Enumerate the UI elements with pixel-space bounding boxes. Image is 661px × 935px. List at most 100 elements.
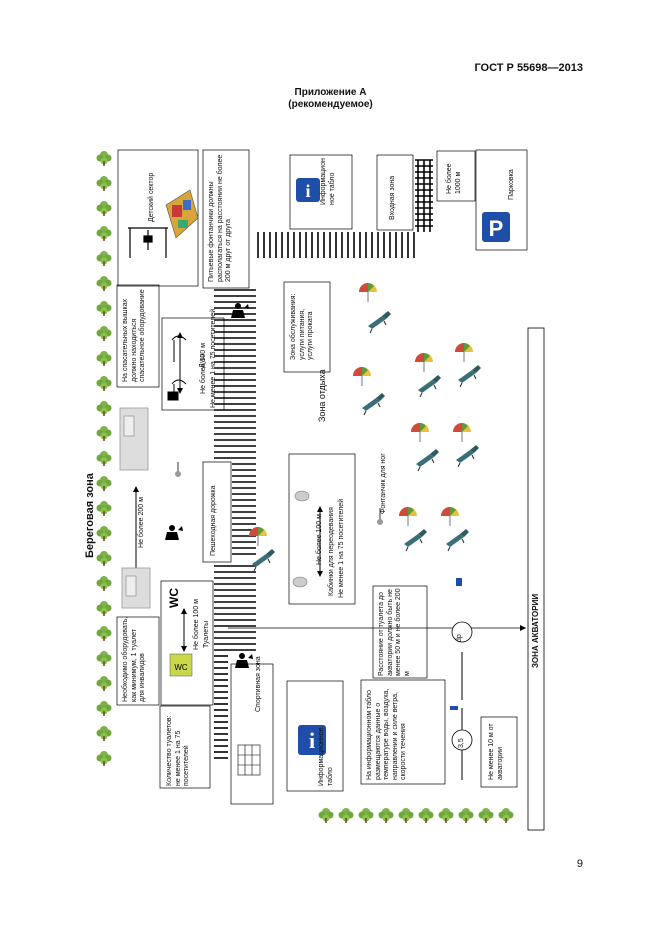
playground-icon bbox=[165, 189, 199, 239]
umbrella-icon bbox=[454, 342, 474, 363]
lounger-icon bbox=[361, 392, 386, 416]
svg-text:WC: WC bbox=[174, 663, 188, 672]
changing-distance-label: Не более 100 м bbox=[316, 514, 323, 565]
shower-icon bbox=[167, 335, 187, 401]
pedestrian-path bbox=[214, 289, 256, 759]
toilet-water-label: Расстояние от туалета до акватории должн… bbox=[378, 588, 411, 676]
tree-icon bbox=[418, 808, 434, 823]
tree-icon bbox=[96, 151, 112, 166]
tree-icon bbox=[96, 401, 112, 416]
svg-text:WC: WC bbox=[167, 588, 181, 608]
tree-icon bbox=[96, 651, 112, 666]
swing-icon bbox=[128, 227, 168, 258]
foot-fountain-label: Фонтанчик для ног bbox=[380, 453, 387, 514]
lifeguard-icon bbox=[165, 525, 183, 540]
drinking-fountains-box bbox=[202, 149, 250, 289]
tree-icon bbox=[96, 176, 112, 191]
tree-icon bbox=[378, 808, 394, 823]
shower-label: Душ bbox=[199, 353, 206, 368]
tree-icon bbox=[478, 808, 494, 823]
tree-icon bbox=[96, 451, 112, 466]
lifeguard-icon bbox=[235, 653, 253, 668]
shower-box bbox=[161, 317, 225, 411]
water-zone-box bbox=[527, 327, 545, 831]
drinking-fountains-label: Питьевые фонтанчики должны располагаться… bbox=[208, 154, 232, 282]
tree-row-left bbox=[96, 151, 112, 766]
lounger-icon bbox=[251, 548, 276, 572]
tree-icon bbox=[96, 576, 112, 591]
shower-min-label: Не менее 1 на 75 посетителей bbox=[210, 308, 217, 408]
tree-icon bbox=[498, 808, 514, 823]
changing-label: Кабинки для переодевания bbox=[328, 507, 335, 596]
lifeguard-icon bbox=[231, 303, 249, 318]
toilets-box bbox=[160, 580, 214, 706]
dp-marker bbox=[451, 621, 473, 643]
tree-icon bbox=[96, 476, 112, 491]
tree-icon bbox=[96, 501, 112, 516]
lounger-icon bbox=[417, 374, 442, 398]
sport-zone-label: Спортивная зона bbox=[255, 656, 262, 712]
umbrella-icon bbox=[358, 282, 378, 303]
toilet-water-box bbox=[372, 585, 428, 679]
parking-box bbox=[475, 149, 528, 251]
lounger-icon bbox=[445, 528, 470, 552]
lounger-icon bbox=[455, 444, 480, 468]
parking-label: Парковка bbox=[508, 169, 515, 200]
tree-icon bbox=[96, 376, 112, 391]
tree-icon bbox=[96, 426, 112, 441]
info-board-label-2: Информационное табло bbox=[318, 727, 334, 786]
tree-icon bbox=[96, 326, 112, 341]
changing-min-label: Не менее 1 на 75 посетителей bbox=[338, 498, 345, 598]
tree-icon bbox=[338, 808, 354, 823]
entry-zone-box bbox=[376, 154, 414, 231]
tree-icon bbox=[96, 301, 112, 316]
info-board-label-1: Информацион ное табло bbox=[320, 158, 336, 205]
standard-header: ГОСТ Р 55698—2013 bbox=[474, 62, 583, 74]
svg-text:P: P bbox=[489, 216, 504, 241]
umbrella-icon bbox=[410, 422, 430, 443]
tree-icon bbox=[398, 808, 414, 823]
lounger-icon bbox=[403, 528, 428, 552]
toilet-count-label: Количество туалетов: не менее 1 на 75 по… bbox=[166, 715, 190, 786]
tower-icon bbox=[119, 407, 151, 609]
disabled-box bbox=[116, 616, 160, 706]
tree-icon bbox=[96, 551, 112, 566]
page-number: 9 bbox=[576, 858, 583, 870]
tree-icon bbox=[458, 808, 474, 823]
children-sector-label: Детский сектор bbox=[148, 172, 155, 222]
tree-icon bbox=[96, 701, 112, 716]
pedestrian-box bbox=[202, 461, 232, 563]
tree-icon bbox=[96, 251, 112, 266]
coastal-zone-label: Береговая зона bbox=[84, 473, 96, 558]
rest-zone-label: Зона отдыха bbox=[317, 369, 327, 422]
tree-icon bbox=[96, 526, 112, 541]
tree-icon bbox=[96, 726, 112, 741]
disabled-toilet-label: Необходимо оборудовать, как минимум, 1 т… bbox=[122, 616, 146, 702]
service-zone-label: Зона обслуживания: услуги питания, услуг… bbox=[290, 293, 314, 360]
umbrella-icon bbox=[398, 506, 418, 527]
entry-zone-label: Входная зона bbox=[389, 175, 396, 220]
changing-box bbox=[288, 453, 356, 605]
info-board-box-2 bbox=[286, 680, 344, 792]
tree-row-bottom bbox=[318, 808, 514, 823]
tree-icon bbox=[96, 226, 112, 241]
flag-icon bbox=[450, 578, 462, 710]
pedestrian-label: Пешеходная дорожка bbox=[210, 485, 217, 557]
arrow-head bbox=[520, 625, 526, 631]
marker-3-5 bbox=[451, 729, 473, 751]
svg-text:i: i bbox=[305, 181, 310, 201]
info-icon: i bbox=[296, 178, 320, 202]
info-board-box-1 bbox=[289, 154, 353, 230]
appendix-title: Приложение А bbox=[294, 87, 367, 98]
entry-path bbox=[257, 159, 433, 258]
umbrella-icon bbox=[452, 422, 472, 443]
far-1000-box bbox=[436, 150, 476, 202]
tree-icon bbox=[96, 201, 112, 216]
tree-icon bbox=[358, 808, 374, 823]
umbrella-icon bbox=[440, 506, 460, 527]
far-1000-label: Не более 1000 м bbox=[446, 163, 462, 194]
lounger-icon bbox=[367, 310, 392, 334]
dp-value: dp bbox=[456, 634, 463, 642]
service-zone-box bbox=[283, 281, 331, 373]
